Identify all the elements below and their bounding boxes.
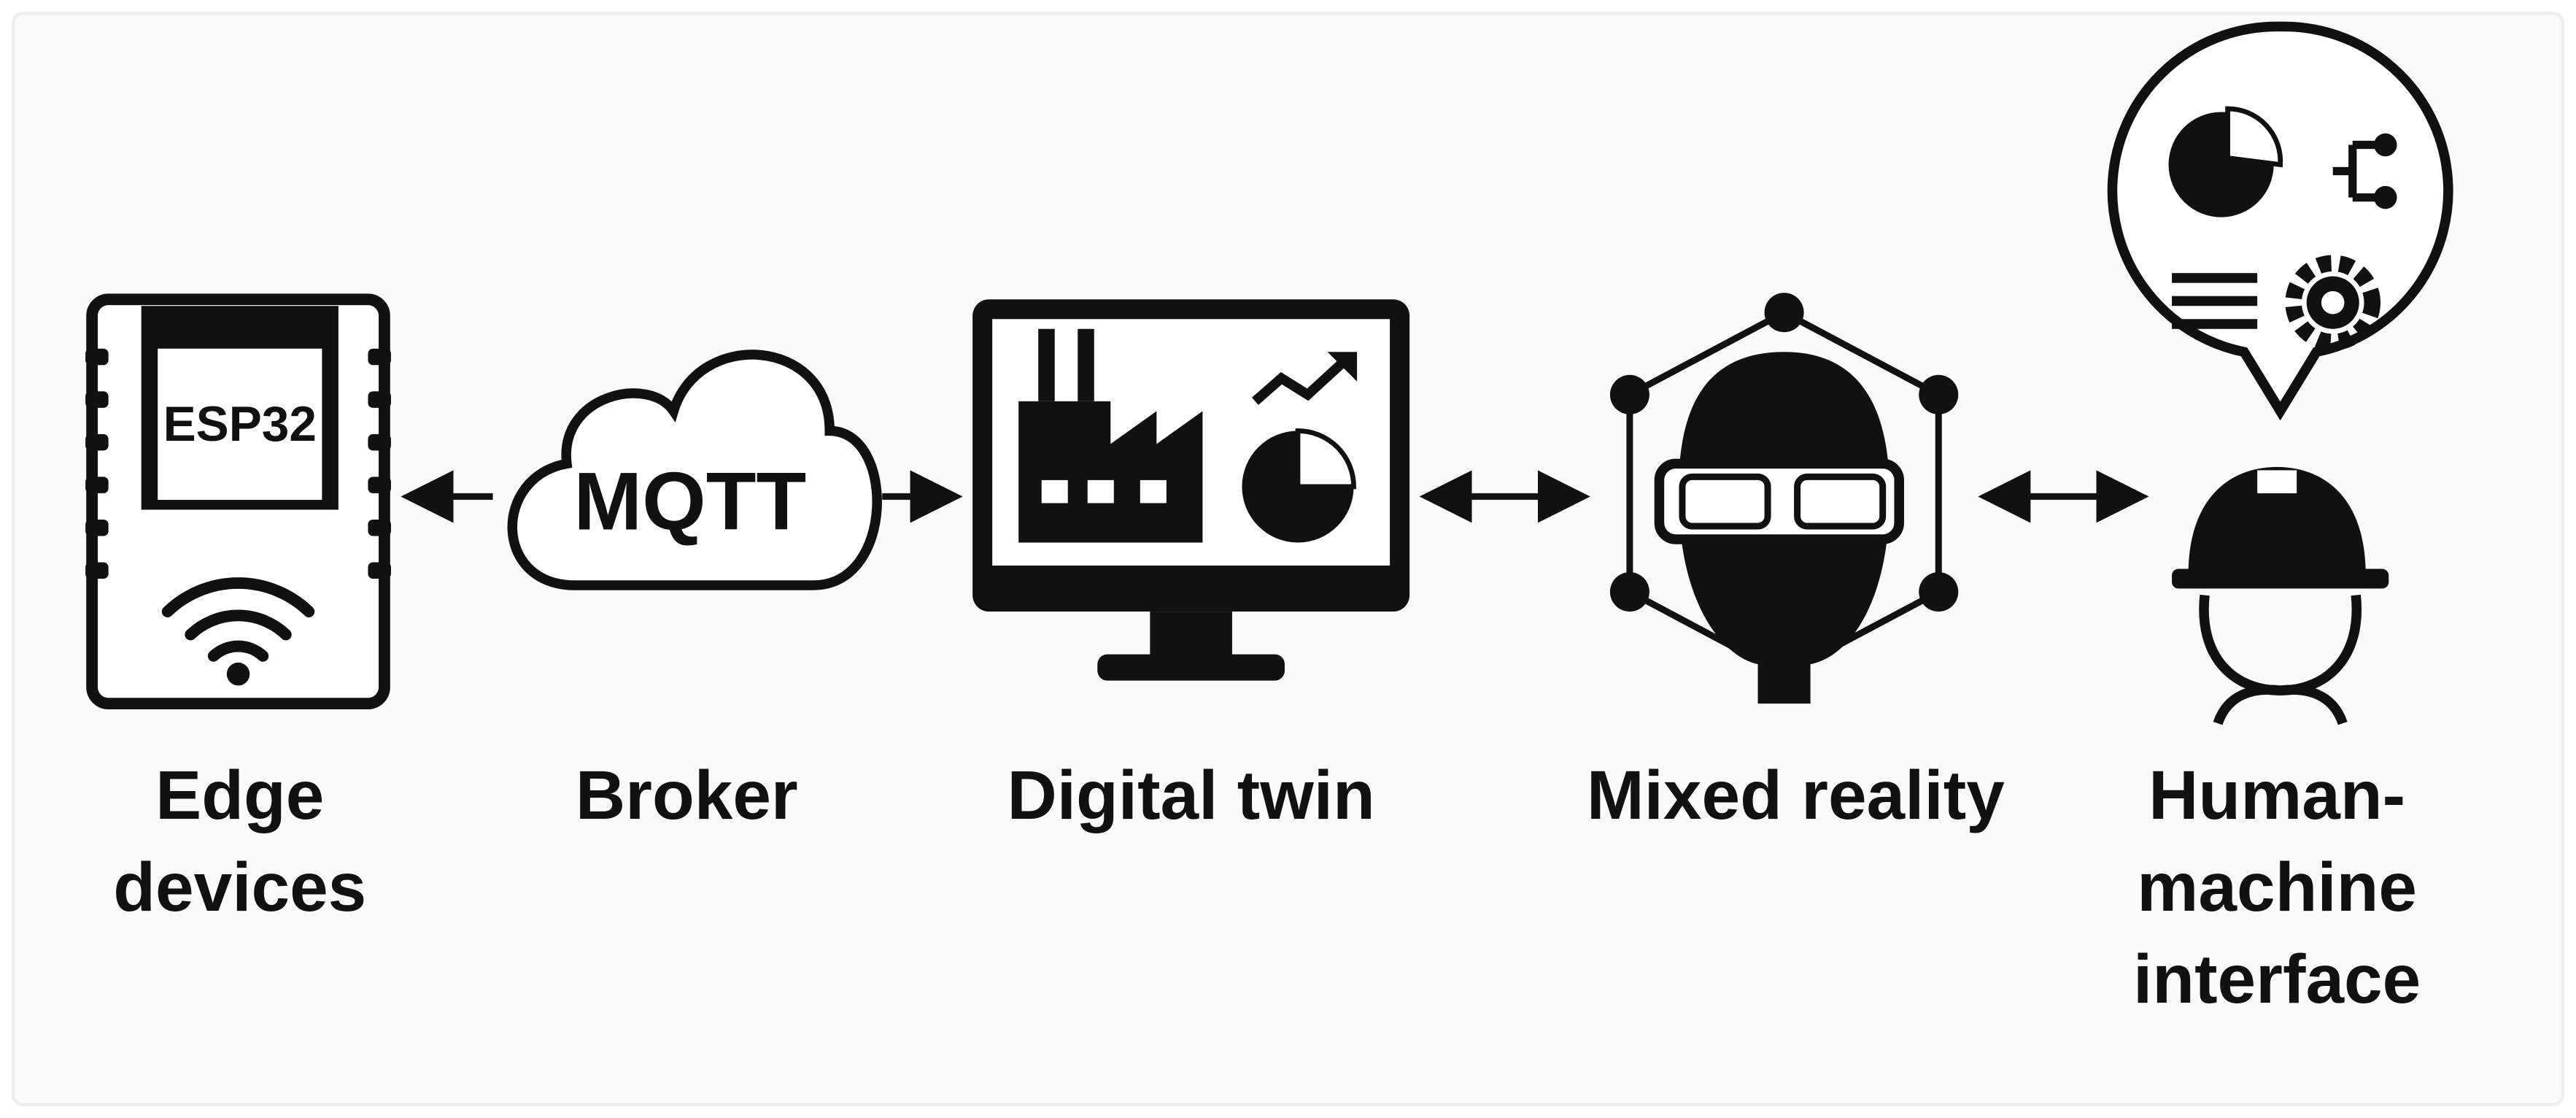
cloud-icon <box>507 350 882 590</box>
mqtt-label: MQTT <box>573 455 806 547</box>
label-hmi-line2: machine <box>2137 849 2417 926</box>
label-mixed-reality: Mixed reality <box>1587 757 2005 834</box>
label-broker: Broker <box>576 757 798 834</box>
gear-icon <box>2285 255 2381 351</box>
hard-hat-worker-icon <box>2172 466 2389 725</box>
esp32-chip-label: ESP32 <box>163 397 317 452</box>
monitor-factory-icon <box>972 299 1410 681</box>
head-with-glasses-network-icon <box>1609 293 1959 704</box>
factory-icon <box>1018 328 1203 543</box>
label-edge-line1: Edge <box>155 757 324 834</box>
esp32-board-icon <box>85 293 391 710</box>
label-edge-line2: devices <box>113 849 366 926</box>
label-hmi-line1: Human- <box>2148 757 2405 834</box>
pie-chart-icon <box>1242 428 1356 543</box>
worker-with-dashboard-bubble-icon <box>2107 21 2453 725</box>
wifi-icon <box>161 577 315 662</box>
label-digital-twin: Digital twin <box>1007 757 1374 834</box>
label-hmi-line3: interface <box>2133 941 2421 1018</box>
trend-up-icon <box>1252 355 1351 405</box>
